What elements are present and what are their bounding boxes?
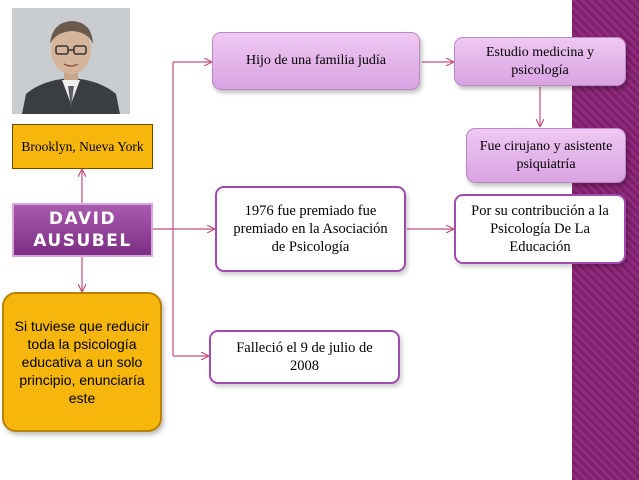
birthplace-box: Brooklyn, Nueva York [12, 124, 153, 169]
family-text: Hijo de una familia judía [246, 53, 386, 68]
job-box: Fue cirujano y asistente psiquiatría [466, 128, 626, 183]
center-name-box: DAVID AUSUBEL [12, 203, 153, 257]
portrait-photo [12, 8, 130, 114]
award-text: 1976 fue premiado fue premiado en la Aso… [233, 203, 388, 255]
quote-box: Si tuviese que reducir toda la psicologí… [2, 292, 162, 432]
job-text: Fue cirujano y asistente psiquiatría [479, 138, 613, 172]
birthplace-text: Brooklyn, Nueva York [21, 139, 144, 154]
studies-box: Estudio medicina y psicología [454, 37, 626, 86]
reason-text: Por su contribución a la Psicología De L… [471, 203, 609, 255]
reason-box: Por su contribución a la Psicología De L… [454, 194, 626, 264]
death-text: Falleció el 9 de julio de 2008 [236, 340, 373, 374]
portrait-illustration [12, 8, 130, 114]
award-box: 1976 fue premiado fue premiado en la Aso… [215, 186, 406, 272]
name-line-2: AUSUBEL [33, 231, 132, 251]
name-line-1: DAVID [48, 209, 117, 229]
quote-text: Si tuviese que reducir toda la psicologí… [14, 318, 150, 406]
family-box: Hijo de una familia judía [212, 32, 420, 90]
death-box: Falleció el 9 de julio de 2008 [209, 330, 400, 384]
studies-text: Estudio medicina y psicología [485, 44, 595, 78]
